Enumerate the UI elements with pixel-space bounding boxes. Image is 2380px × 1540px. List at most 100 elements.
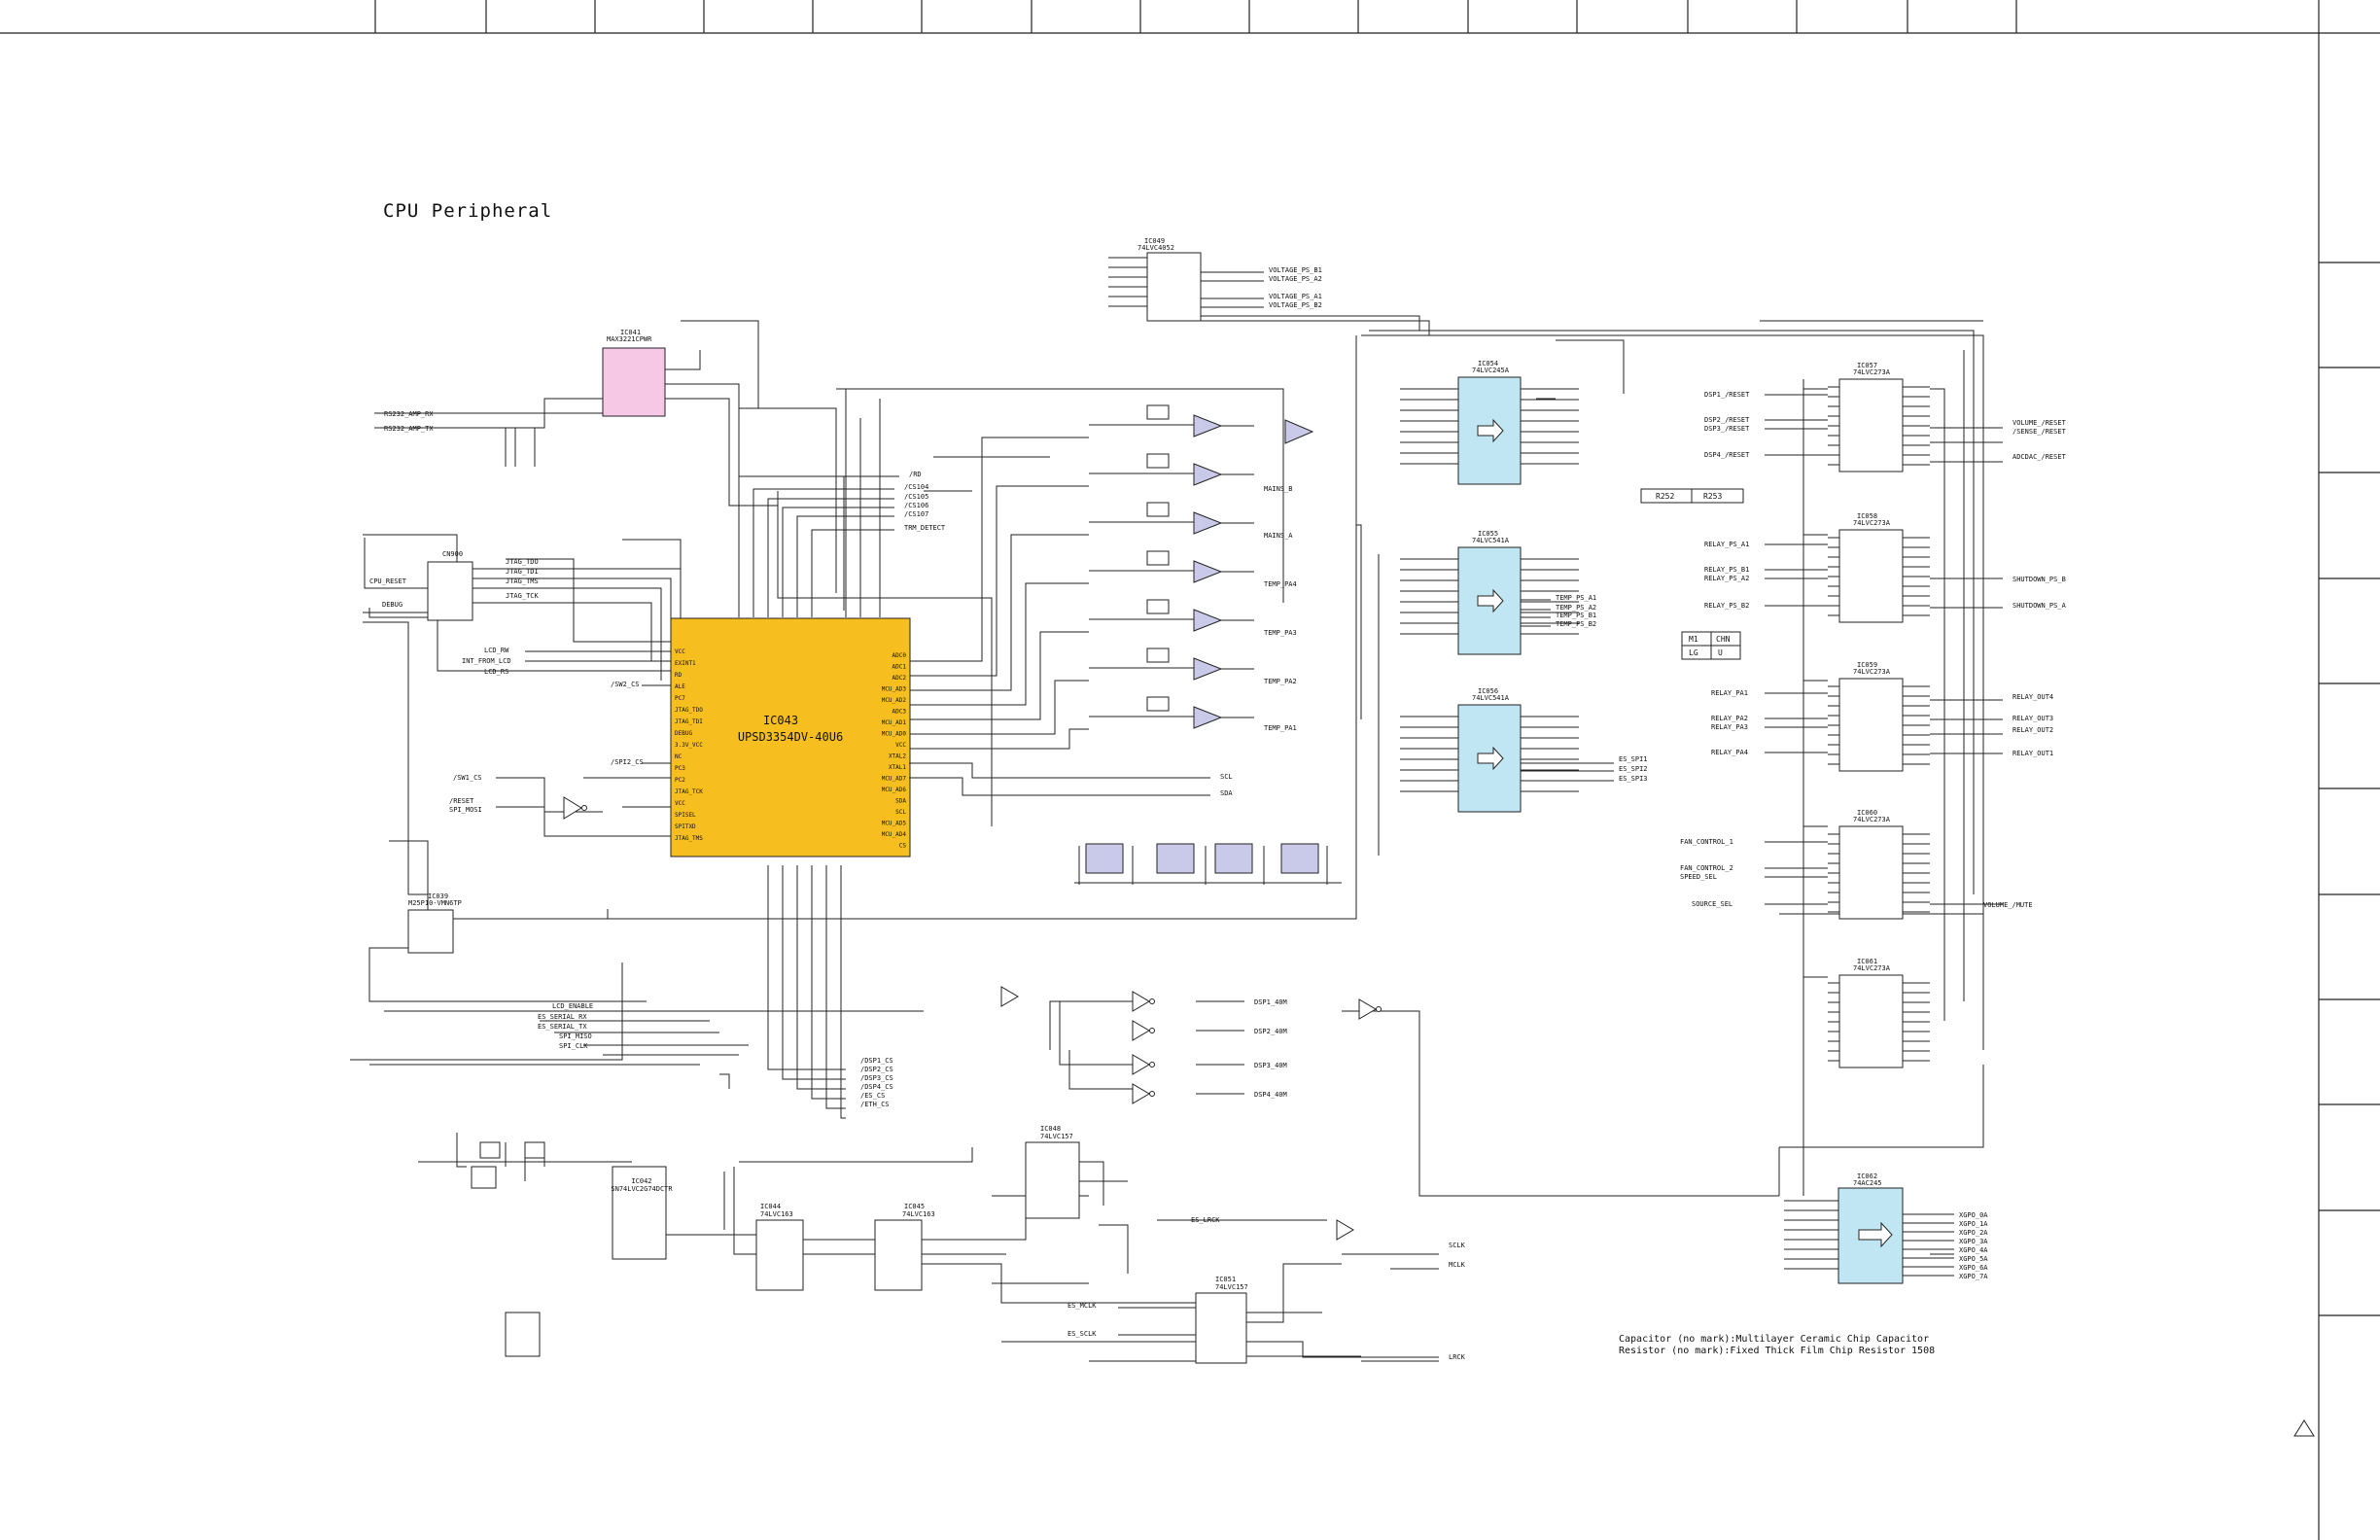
comparator-icon [1193, 657, 1223, 681]
cpu-left-signals: LCD_RW INT_FROM_LCD LCD_RS /SW2_CS /SPI2… [449, 647, 644, 814]
latch-output-labels: VOLUME_/RESET /SENSE_/RESET ADCDAC_/RESE… [1983, 419, 2067, 909]
net-label: ES_SPI3 [1619, 775, 1648, 783]
cpu-pin-label: VCC [675, 800, 685, 807]
latch-part: 74LVC273A [1853, 816, 1891, 823]
net-label: RELAY_OUT4 [2012, 693, 2053, 701]
svg-text:74LVC163: 74LVC163 [902, 1210, 935, 1218]
net-label: ES_MCLK [1068, 1302, 1097, 1310]
net-label: /RESET [449, 797, 474, 805]
net-label: TRM_DETECT [904, 524, 946, 532]
net-label: TEMP_PS_A2 [1556, 604, 1596, 612]
net-label: ES_SERIAL_RX [538, 1013, 587, 1021]
latch-part: 74LVC273A [1853, 368, 1891, 376]
net-label: TEMP_PS_A1 [1556, 594, 1596, 602]
buffer-ref: IC054 [1478, 360, 1498, 368]
net-label: RS232_AMP_TX [384, 425, 434, 433]
net-label: /DSP2_CS [860, 1066, 893, 1073]
bus-labels: SCL SDA ES_SPI1 ES_SPI2 ES_SPI3 TEMP_PS_… [1220, 594, 1648, 797]
buffer-part: 74LVC541A [1472, 537, 1510, 544]
net-label: CPU_RESET [369, 578, 407, 585]
net-label: ADCDAC_/RESET [2012, 453, 2067, 461]
dsp-cs-labels: /DSP1_CS /DSP2_CS /DSP3_CS /DSP4_CS /ES_… [860, 1057, 893, 1108]
latch-ref: IC058 [1857, 512, 1877, 520]
gpo-outputs: XGPO_0AXGPO_1AXGPO_2AXGPO_3AXGPO_4AXGPO_… [1903, 1211, 1988, 1280]
net-label: RELAY_OUT2 [2012, 726, 2053, 734]
net-label: /SW1_CS [453, 774, 482, 782]
cpu-pin-label: EXINT1 [675, 660, 696, 667]
net-label: ES_SCLK [1068, 1330, 1097, 1338]
comparator-resistor [1146, 599, 1170, 614]
net-label: XGPO_4A [1959, 1246, 1988, 1254]
svg-text:IC045: IC045 [904, 1203, 925, 1210]
cpu-pin-label: JTAG_TDO [675, 707, 703, 714]
serial-labels: LCD_ENABLE ES_SERIAL_RX ES_SERIAL_TX SPI… [538, 1002, 593, 1050]
latch-ref: IC060 [1857, 809, 1877, 817]
net-label: MAINS_B [1264, 485, 1293, 493]
net-label: SPI_MISO [559, 1032, 592, 1040]
latch-ic [1838, 825, 1904, 920]
svg-text:74LVC157: 74LVC157 [1040, 1133, 1073, 1140]
svg-text:IC042: IC042 [631, 1177, 651, 1185]
cpu-pin-label: ADC1 [892, 664, 907, 671]
cpu-pin-label: VCC [895, 742, 906, 749]
net-label: /CS105 [904, 493, 928, 501]
net-label: MAINS_A [1264, 532, 1293, 540]
latch-ref: IC061 [1857, 958, 1877, 965]
note-line: Capacitor (no mark):Multilayer Ceramic C… [1619, 1334, 1930, 1345]
net-label: RELAY_PA1 [1711, 689, 1748, 697]
dsp-clk-labels: DSP1_40M DSP2_40M DSP3_40M DSP4_40M [1254, 998, 1287, 1099]
net-label: DSP3_/RESET [1704, 425, 1750, 433]
revision-triangle-icon [2293, 1419, 2315, 1437]
opamp-supply-blocks [1085, 843, 1319, 874]
net-label: XGPO_1A [1959, 1220, 1988, 1228]
net-label: /RD [909, 471, 922, 478]
net-label: VOLUME_/MUTE [1983, 901, 2033, 909]
svg-text:CHN: CHN [1716, 635, 1731, 644]
cpu-pin-label: DEBUG [675, 730, 692, 737]
cpu-pin-label: JTAG_TMS [675, 835, 703, 842]
net-label: LCD_RS [484, 668, 508, 676]
net-label: FAN_CONTROL_1 [1680, 838, 1733, 846]
net-label: DSP2_40M [1254, 1028, 1287, 1035]
clock-inverters [1000, 986, 1382, 1241]
cpu-pin-label: JTAG_TCK [675, 788, 703, 795]
comparator-icon [1193, 560, 1223, 583]
cpu-pin-label: RD [675, 672, 682, 679]
ic041-part: MAX3221CPWR [607, 335, 652, 343]
net-label: DSP4_40M [1254, 1091, 1287, 1099]
net-label: RELAY_OUT3 [2012, 715, 2053, 722]
net-label: TEMP_PA1 [1264, 724, 1297, 732]
comparator-icon [1193, 414, 1223, 438]
cpu-pin-label: SCL [895, 809, 906, 816]
net-label: XGPO_3A [1959, 1238, 1988, 1245]
wires [350, 320, 2003, 1362]
cpu-pin-label: XTAL1 [889, 764, 906, 771]
cpu-pin-label: SDA [895, 798, 906, 805]
svg-text:74LVC157: 74LVC157 [1215, 1283, 1248, 1291]
net-label: DSP4_/RESET [1704, 451, 1750, 459]
cpu-pin-label: MCU_AD7 [882, 776, 907, 783]
cpu-pin-label: MCU_AD0 [882, 731, 907, 738]
ic062-buffer: IC062 74AC245 [1838, 1172, 1904, 1284]
latch-ic [1838, 529, 1904, 623]
opamp-supply-wires [1074, 846, 1342, 885]
audio-clk-labels: ES_LRCK SCLK MCLK LRCK ES_MCLK ES_SCLK [1068, 1216, 1466, 1361]
latch-input-labels: DSP1_/RESET DSP2_/RESET DSP3_/RESET DSP4… [1680, 391, 1750, 908]
net-label: /CS107 [904, 510, 928, 518]
cpu-pin-label: MCU_AD3 [882, 686, 907, 693]
net-label: DSP1_40M [1254, 998, 1287, 1006]
cpu-pin-label: SPITXD [675, 823, 696, 830]
buffer-ref: IC056 [1478, 687, 1498, 695]
cpu-pin-label: ALE [675, 683, 685, 690]
cpu-pin-label: MCU_AD1 [882, 719, 907, 726]
comparator-column [1089, 404, 1314, 729]
inverter-icon [563, 796, 582, 820]
net-label: XGPO_5A [1959, 1255, 1988, 1263]
net-label: SCL [1220, 773, 1233, 781]
latch-ic [1838, 974, 1904, 1068]
cpu-pin-label: CS [899, 843, 907, 850]
comparator-icon [1193, 706, 1223, 729]
ic049-outputs: VOLTAGE_PS_B1 VOLTAGE_PS_A2 VOLTAGE_PS_A… [1269, 266, 1322, 309]
